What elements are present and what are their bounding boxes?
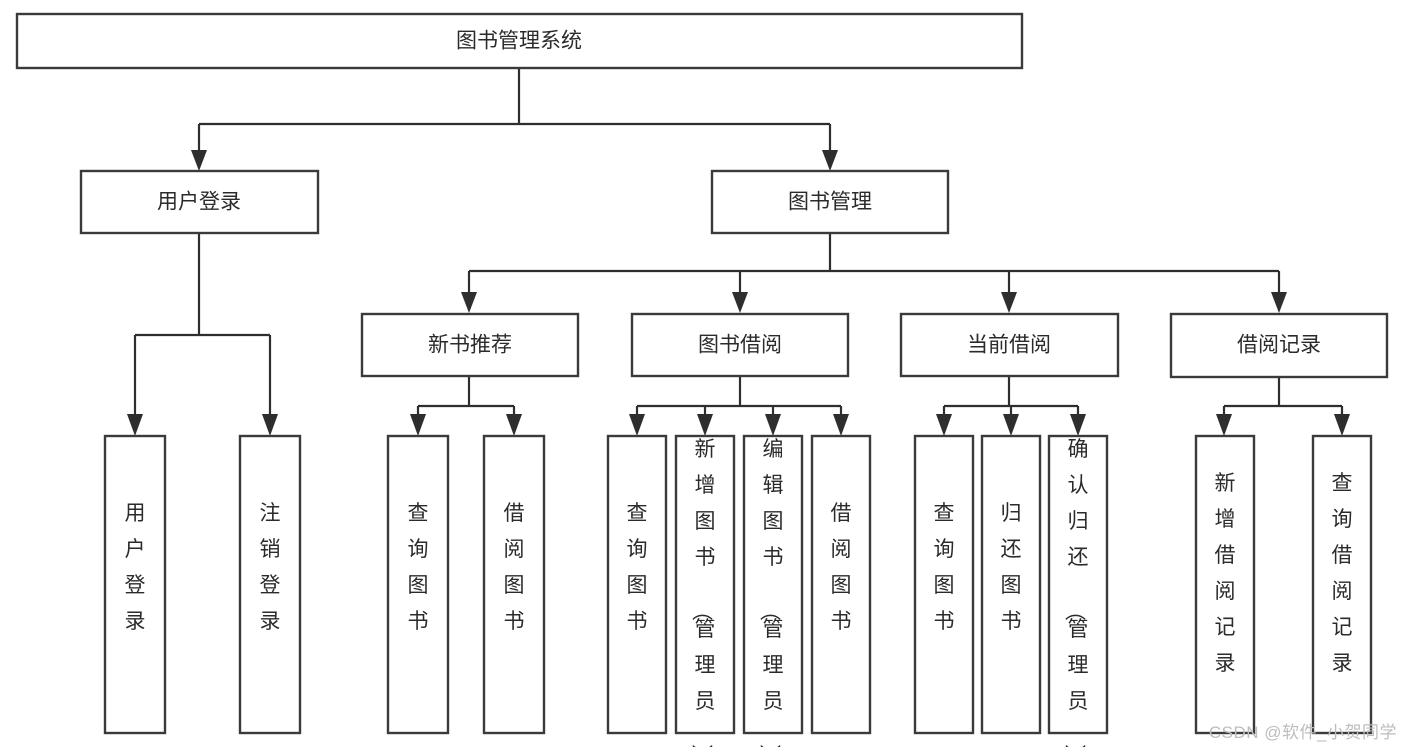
arrow-head-leaf-add-book bbox=[697, 414, 713, 436]
node-book-manage-box[interactable] bbox=[710, 169, 950, 235]
node-leaf-user-login-box[interactable] bbox=[103, 434, 167, 735]
arrow-head-leaf-edit-book bbox=[765, 414, 781, 436]
node-root-label: 图书管理系统 bbox=[456, 30, 582, 53]
node-leaf-add-record-label: 新增借阅记录 bbox=[1215, 472, 1236, 675]
node-book-borrow[interactable]: 图书借阅 bbox=[630, 312, 850, 378]
node-book-manage-label: 图书管理 bbox=[788, 191, 872, 214]
arrow-head-leaf-borrow-book-1 bbox=[506, 414, 522, 436]
node-leaf-query-book-2-box[interactable] bbox=[606, 434, 668, 735]
arrow-head-book-borrow bbox=[732, 292, 748, 313]
arrow-head-book-manage bbox=[822, 150, 838, 171]
node-leaf-borrow-book-1-label: 借阅图书 bbox=[504, 502, 525, 633]
node-current-borrow-label: 当前借阅 bbox=[967, 334, 1051, 357]
node-leaf-query-book-2-label: 查询图书 bbox=[627, 502, 648, 633]
node-leaf-query-book-1-label: 查询图书 bbox=[408, 502, 429, 633]
node-leaf-user-login-label: 用户登录 bbox=[125, 502, 146, 633]
node-leaf-query-record-label: 查询借阅记录 bbox=[1332, 472, 1353, 675]
node-borrow-record-label: 借阅记录 bbox=[1237, 334, 1321, 357]
node-leaf-borrow-book-2[interactable]: 借阅图书 bbox=[810, 434, 872, 735]
node-new-book-recommend-box[interactable] bbox=[360, 312, 580, 378]
node-leaf-add-record-box[interactable] bbox=[1194, 434, 1256, 735]
node-root-box[interactable] bbox=[15, 12, 1024, 70]
node-leaf-user-login[interactable]: 用户登录 bbox=[103, 434, 167, 735]
node-borrow-record-box[interactable] bbox=[1169, 312, 1389, 379]
node-leaf-query-book-3-box[interactable] bbox=[913, 434, 975, 735]
arrow-head-current-borrow bbox=[1001, 292, 1017, 313]
node-root[interactable]: 图书管理系统 bbox=[15, 12, 1024, 70]
arrow-head-leaf-query-book-3 bbox=[936, 414, 952, 436]
node-book-manage[interactable]: 图书管理 bbox=[710, 169, 950, 235]
node-leaf-borrow-book-2-label: 借阅图书 bbox=[831, 502, 852, 633]
node-leaf-query-book-2[interactable]: 查询图书 bbox=[606, 434, 668, 735]
arrow-head-leaf-borrow-book-2 bbox=[833, 414, 849, 436]
node-leaf-query-book-3[interactable]: 查询图书 bbox=[913, 434, 975, 735]
node-leaf-return-book-label: 归还图书 bbox=[1001, 502, 1022, 633]
node-user-login-label: 用户登录 bbox=[157, 191, 241, 214]
node-new-book-recommend[interactable]: 新书推荐 bbox=[360, 312, 580, 378]
node-leaf-edit-book-label: 编辑图书（管理员） bbox=[758, 438, 784, 747]
node-leaf-add-record[interactable]: 新增借阅记录 bbox=[1194, 434, 1256, 735]
node-leaf-query-book-1[interactable]: 查询图书 bbox=[386, 434, 450, 735]
node-leaf-query-book-3-label: 查询图书 bbox=[934, 502, 955, 633]
node-leaf-edit-book-box[interactable] bbox=[742, 434, 804, 735]
arrow-head-leaf-query-record bbox=[1334, 414, 1350, 436]
arrow-head-leaf-query-book-2 bbox=[629, 414, 645, 436]
arrow-head-leaf-user-login bbox=[127, 414, 143, 436]
arrow-head-leaf-add-record bbox=[1216, 414, 1232, 436]
arrow-head-user-login bbox=[191, 150, 207, 171]
node-leaf-edit-book[interactable]: 编辑图书（管理员） bbox=[742, 434, 804, 747]
node-leaf-return-book[interactable]: 归还图书 bbox=[980, 434, 1042, 735]
node-new-book-recommend-label: 新书推荐 bbox=[428, 334, 512, 357]
node-leaf-confirm-return-box[interactable] bbox=[1047, 434, 1109, 735]
node-leaf-add-book-box[interactable] bbox=[674, 434, 736, 735]
node-user-login[interactable]: 用户登录 bbox=[79, 169, 320, 235]
connector-layer bbox=[127, 68, 1350, 436]
node-leaf-confirm-return-label: 确认归还（管理员） bbox=[1063, 438, 1089, 747]
node-borrow-record[interactable]: 借阅记录 bbox=[1169, 312, 1389, 379]
node-leaf-query-record[interactable]: 查询借阅记录 bbox=[1311, 434, 1373, 735]
arrow-head-leaf-return-book bbox=[1003, 414, 1019, 436]
node-user-login-box[interactable] bbox=[79, 169, 320, 235]
node-leaf-confirm-return[interactable]: 确认归还（管理员） bbox=[1047, 434, 1109, 747]
node-leaf-return-book-box[interactable] bbox=[980, 434, 1042, 735]
node-leaf-borrow-book-1[interactable]: 借阅图书 bbox=[482, 434, 546, 735]
node-leaf-borrow-book-1-box[interactable] bbox=[482, 434, 546, 735]
arrow-head-borrow-record bbox=[1271, 292, 1287, 313]
arrow-head-leaf-query-book-1 bbox=[410, 414, 426, 436]
node-leaf-query-book-1-box[interactable] bbox=[386, 434, 450, 735]
arrow-head-leaf-user-logout bbox=[262, 414, 278, 436]
node-current-borrow-box[interactable] bbox=[899, 312, 1120, 378]
node-book-borrow-label: 图书借阅 bbox=[698, 334, 782, 357]
node-leaf-user-logout-label: 注销登录 bbox=[260, 502, 281, 633]
node-leaf-user-logout-box[interactable] bbox=[238, 434, 302, 735]
node-current-borrow[interactable]: 当前借阅 bbox=[899, 312, 1120, 378]
node-book-borrow-box[interactable] bbox=[630, 312, 850, 378]
node-leaf-query-record-box[interactable] bbox=[1311, 434, 1373, 735]
node-leaf-borrow-book-2-box[interactable] bbox=[810, 434, 872, 735]
node-leaf-add-book-label: 新增图书（管理员） bbox=[690, 438, 716, 747]
node-leaf-add-book[interactable]: 新增图书（管理员） bbox=[674, 434, 736, 747]
node-leaf-user-logout[interactable]: 注销登录 bbox=[238, 434, 302, 735]
arrow-head-leaf-confirm-return bbox=[1070, 414, 1086, 436]
arrow-head-new-book-recommend bbox=[461, 292, 477, 313]
